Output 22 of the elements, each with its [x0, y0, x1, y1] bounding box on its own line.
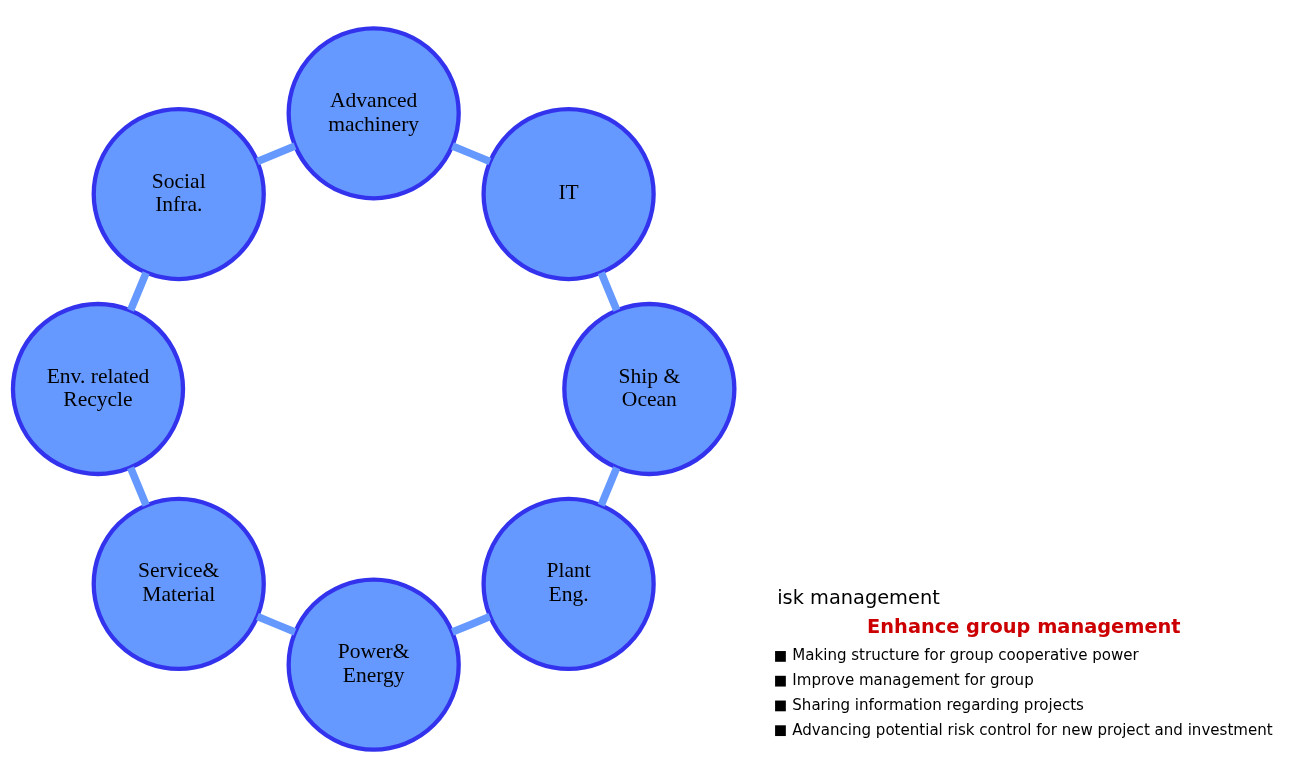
connector [127, 466, 150, 507]
connector [127, 271, 150, 312]
node-circle: IT [481, 106, 656, 282]
connector [256, 613, 297, 636]
connector [450, 613, 492, 636]
connector [450, 142, 492, 165]
node-circle: Power& Energy [286, 577, 461, 752]
node-circle: Env. related Recycle [10, 301, 186, 477]
node-circle: Social Infra. [91, 106, 266, 282]
label: Advancing potential risk control for new project and investment [792, 720, 1273, 739]
connector [256, 142, 297, 165]
connector [597, 271, 621, 312]
connector [597, 466, 621, 507]
node-circle: Ship & Ocean [562, 301, 737, 477]
label: Making structure for group cooperative power [792, 646, 1139, 665]
node-circle: Advanced machinery [286, 26, 461, 201]
label: Sharing information regarding projects [792, 695, 1084, 714]
label: Improve management for group [792, 671, 1034, 690]
label: Enhance group management [867, 614, 1181, 638]
node-circle: Plant Eng. [481, 496, 656, 672]
node-circle: Service& Material [91, 496, 266, 672]
label: isk management [777, 585, 940, 609]
